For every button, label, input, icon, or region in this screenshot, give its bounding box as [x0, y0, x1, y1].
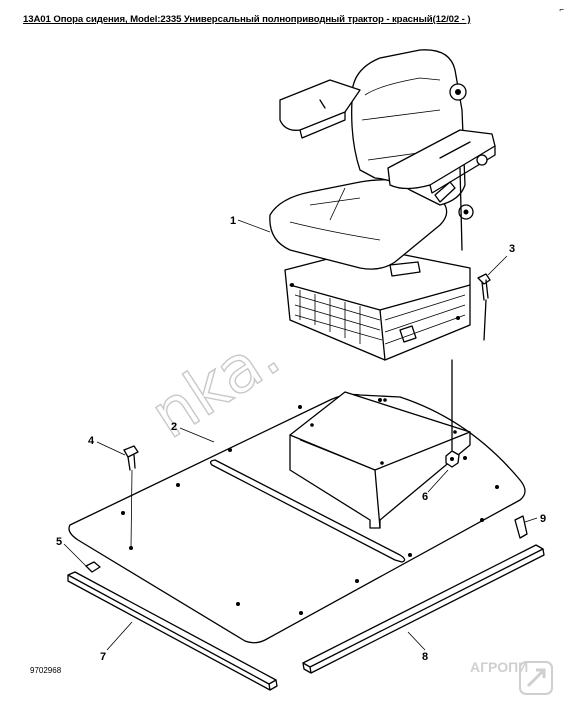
clip-part-5	[85, 561, 101, 573]
strip-part-7	[67, 571, 278, 691]
callout-9: 9	[540, 513, 546, 525]
callout-3: 3	[509, 243, 515, 255]
seat-assembly	[269, 49, 496, 361]
callout-2: 2	[171, 421, 177, 433]
brand-watermark-text: АГРОПИ	[470, 659, 528, 675]
callout-4: 4	[88, 435, 95, 447]
leader-lines	[63, 219, 538, 651]
bolt-part-4	[123, 445, 139, 549]
page-title: 13A01 Опора сидения, Model:2335 Универса…	[23, 14, 471, 25]
seat-pedestal	[289, 391, 471, 529]
nut-part-6	[445, 359, 460, 468]
brand-logo-icon	[519, 661, 553, 695]
callouts: 1 2 3 4 5 6 7 8 9	[56, 215, 546, 663]
bolt-part-3	[477, 273, 491, 341]
callout-7: 7	[100, 651, 106, 663]
drawing-number: 9702968	[30, 666, 62, 675]
corner-mark: ⌐	[559, 5, 564, 14]
callout-1: 1	[230, 215, 236, 227]
brand-watermark: АГРОПИ	[470, 659, 553, 695]
callout-8: 8	[422, 651, 428, 663]
callout-5: 5	[56, 536, 62, 548]
pin-part-9	[514, 515, 528, 539]
arrow-icon	[526, 668, 546, 688]
callout-6: 6	[422, 491, 428, 503]
strip-part-8	[302, 544, 545, 674]
